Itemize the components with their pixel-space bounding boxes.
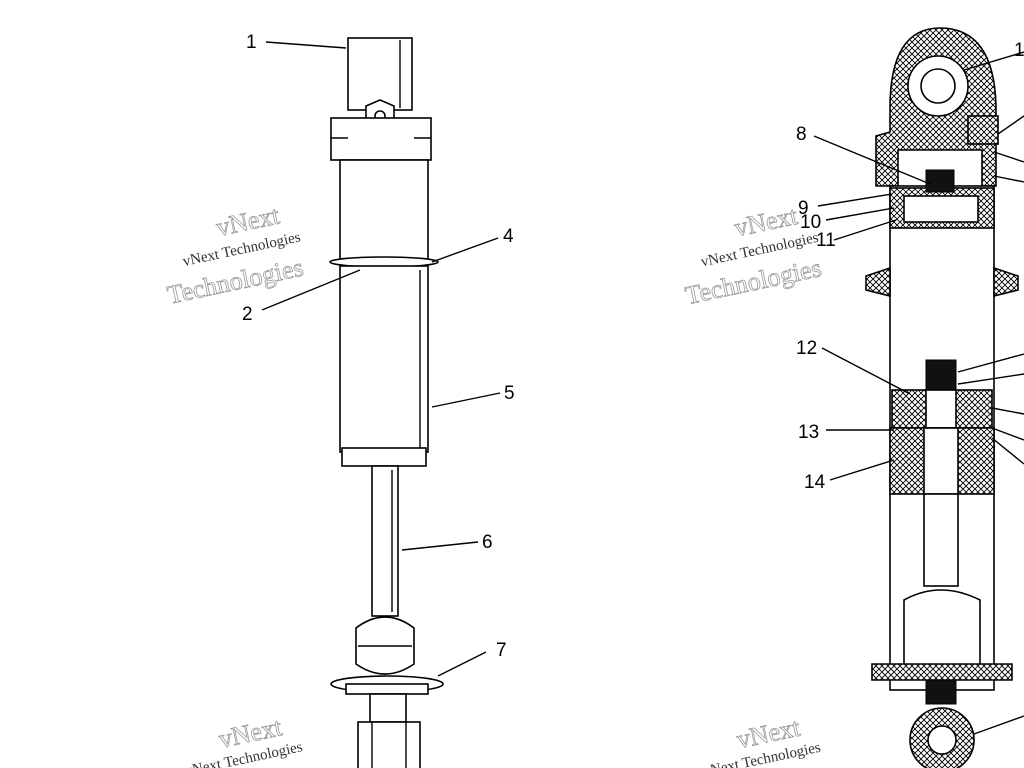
cutaway-spring-seat [871, 663, 1013, 681]
watermark-lower-left: vNext vNext Technologies [183, 712, 304, 768]
callout-6: 6 [482, 532, 493, 553]
callout-7: 7 [496, 640, 507, 661]
callout-4: 4 [503, 226, 514, 247]
watermark-lower-right: vNext vNext Technologies [702, 712, 823, 768]
body-seal-cap [341, 447, 427, 467]
callout-12: 12 [796, 338, 817, 359]
reservoir-fitting [347, 37, 413, 111]
shaft [371, 465, 399, 617]
lower-eye [357, 721, 421, 768]
lower-nut [925, 679, 957, 705]
spring-seat-base [345, 683, 429, 695]
valve-8 [925, 169, 955, 193]
upper-body [339, 159, 429, 261]
shock-body [339, 265, 429, 453]
callout-5: 5 [504, 383, 515, 404]
body-cap [330, 117, 432, 161]
piston-nut [925, 359, 957, 391]
callout-1-right: 1 [1014, 40, 1024, 61]
right-callout-leaders [813, 51, 1024, 735]
callout-11: 11 [816, 230, 836, 251]
shock-cutaway-view [865, 27, 1019, 768]
reservoir-port [967, 115, 999, 145]
cutaway-bumper [903, 589, 981, 673]
callout-8: 8 [796, 124, 807, 145]
callout-13: 13 [798, 422, 819, 443]
cutaway-shaft [923, 493, 959, 587]
flange-left [865, 266, 891, 298]
watermark-upper-left: vNext vNext Technologies Technologies [164, 200, 306, 310]
piston-cup [903, 195, 979, 223]
flange-right [993, 266, 1019, 298]
callout-2: 2 [242, 304, 253, 325]
lower-stem [369, 693, 407, 723]
callout-1: 1 [246, 32, 257, 53]
shock-exterior-view [329, 37, 444, 768]
callout-9: 9 [798, 198, 809, 219]
left-callout-leaders [261, 41, 501, 677]
callout-10: 10 [800, 212, 821, 233]
callout-14: 14 [804, 472, 826, 493]
callout-labels: 1 2 4 5 6 7 8 9 10 11 12 13 14 1 [242, 32, 1024, 661]
